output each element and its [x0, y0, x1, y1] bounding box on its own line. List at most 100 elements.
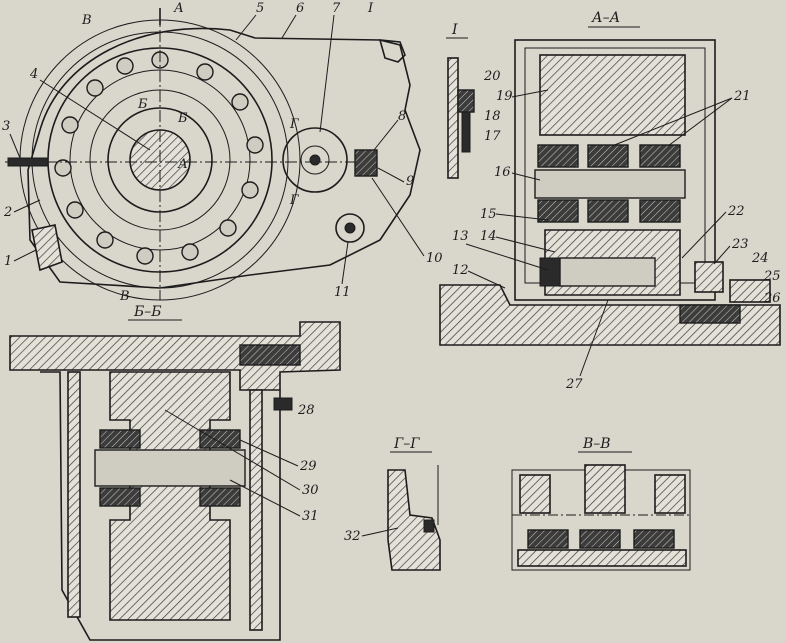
pinion-center [309, 154, 321, 166]
callout-11: 11 [334, 285, 351, 300]
callout-17: 17 [484, 129, 501, 144]
callout-3: 3 [2, 119, 10, 134]
gg-bracket [387, 469, 441, 571]
leader-6 [281, 14, 297, 39]
housing-outline [27, 27, 421, 289]
callout-8: 8 [398, 109, 406, 124]
callout-10: 10 [426, 251, 443, 266]
leader-9 [377, 167, 405, 183]
bb-left-wall [67, 371, 81, 618]
vv-block-center [584, 464, 626, 514]
section-bb: Б–Б 28 29 30 31 [9, 304, 341, 641]
callout-7: 7 [332, 1, 341, 16]
bb-teeth [239, 344, 301, 366]
callout-30: 30 [302, 483, 319, 498]
leader-2 [13, 199, 41, 213]
leader-7 [319, 14, 335, 133]
callout-25: 25 [763, 269, 781, 284]
aa-pad-5 [587, 199, 629, 223]
roller-pads [54, 51, 264, 265]
marker-a-top: А [173, 1, 184, 16]
aa-drum [539, 54, 686, 136]
callout-1: 1 [4, 254, 12, 269]
aa-pad-4 [537, 199, 579, 223]
marker-one: I [367, 1, 374, 16]
callout-16: 16 [494, 165, 511, 180]
marker-v-lower: В [119, 289, 130, 304]
vv-base [517, 549, 687, 567]
callout-24: 24 [751, 251, 769, 266]
leader-5 [235, 14, 257, 41]
callout-29: 29 [299, 459, 317, 474]
aa-pad-3 [639, 144, 681, 168]
aa-shaft [534, 169, 686, 199]
aa-axle [559, 257, 656, 287]
detail-stem [461, 111, 471, 153]
callout-12: 12 [452, 263, 469, 278]
callout-23: 23 [731, 237, 749, 252]
detail-one-title: I [451, 22, 458, 38]
leader-11 [341, 241, 349, 285]
callout-27: 27 [565, 377, 583, 392]
callout-19: 19 [496, 89, 513, 104]
bb-pad-2 [199, 429, 241, 449]
pinion-hub [300, 145, 330, 175]
callout-9: 9 [406, 174, 414, 189]
callout-32: 32 [344, 529, 361, 544]
vv-pad-3 [633, 529, 675, 549]
bb-pad-1 [99, 429, 141, 449]
aa-pad-1 [537, 144, 579, 168]
callout-13: 13 [452, 229, 469, 244]
aa-base [439, 284, 781, 346]
aa-pad-6 [639, 199, 681, 223]
callout-14: 14 [480, 229, 497, 244]
callout-6: 6 [296, 1, 304, 16]
section-vv: В–В [511, 436, 691, 571]
callout-31: 31 [302, 509, 319, 524]
vv-pad-2 [579, 529, 621, 549]
callout-26: 26 [763, 291, 781, 306]
main-view-labels: А А В В Б Б Г Г I 1 2 3 4 5 6 7 8 9 10 1… [2, 1, 443, 304]
small-gear [335, 213, 365, 243]
bb-right-wall [249, 389, 263, 631]
pinion [282, 127, 348, 193]
section-gg-title: Г–Г [393, 436, 420, 452]
aa-axle-cap [539, 257, 561, 287]
aa-gear-teeth [679, 304, 741, 324]
vv-pad-1 [527, 529, 569, 549]
aa-pad-2 [587, 144, 629, 168]
section-vv-title: В–В [582, 436, 611, 452]
callout-22: 22 [727, 204, 745, 219]
bolt [7, 157, 49, 167]
callout-28: 28 [297, 403, 315, 418]
main-view [5, 8, 421, 301]
detail-plate [447, 57, 459, 179]
leader-8 [373, 119, 399, 151]
bb-seal [273, 397, 293, 411]
aa-side-block [729, 279, 771, 303]
section-gg: Г–Г 32 [344, 436, 441, 571]
mounting-flange [378, 39, 406, 63]
vv-block-right [654, 474, 686, 514]
bb-top-plate [9, 321, 341, 391]
marker-a-center: А [177, 157, 188, 172]
leader-4 [39, 79, 151, 151]
callout-4: 4 [29, 67, 38, 82]
callout-5: 5 [256, 1, 264, 16]
marker-g-lower: Г [289, 193, 299, 208]
detail-one: I 20 18 17 [446, 22, 501, 179]
leader-3 [9, 133, 21, 159]
vv-block-left [519, 474, 551, 514]
coupling [354, 149, 378, 177]
leader-10 [371, 177, 425, 257]
callout-20: 20 [483, 69, 501, 84]
section-aa: А–А 19 16 15 14 13 12 21 [439, 10, 781, 392]
marker-b-upper: Б [137, 97, 148, 112]
aa-side-flange [694, 261, 724, 293]
aa-frame [514, 39, 716, 301]
bb-pad-3 [99, 487, 141, 507]
small-gear-center [344, 222, 356, 234]
callout-2: 2 [3, 205, 12, 220]
